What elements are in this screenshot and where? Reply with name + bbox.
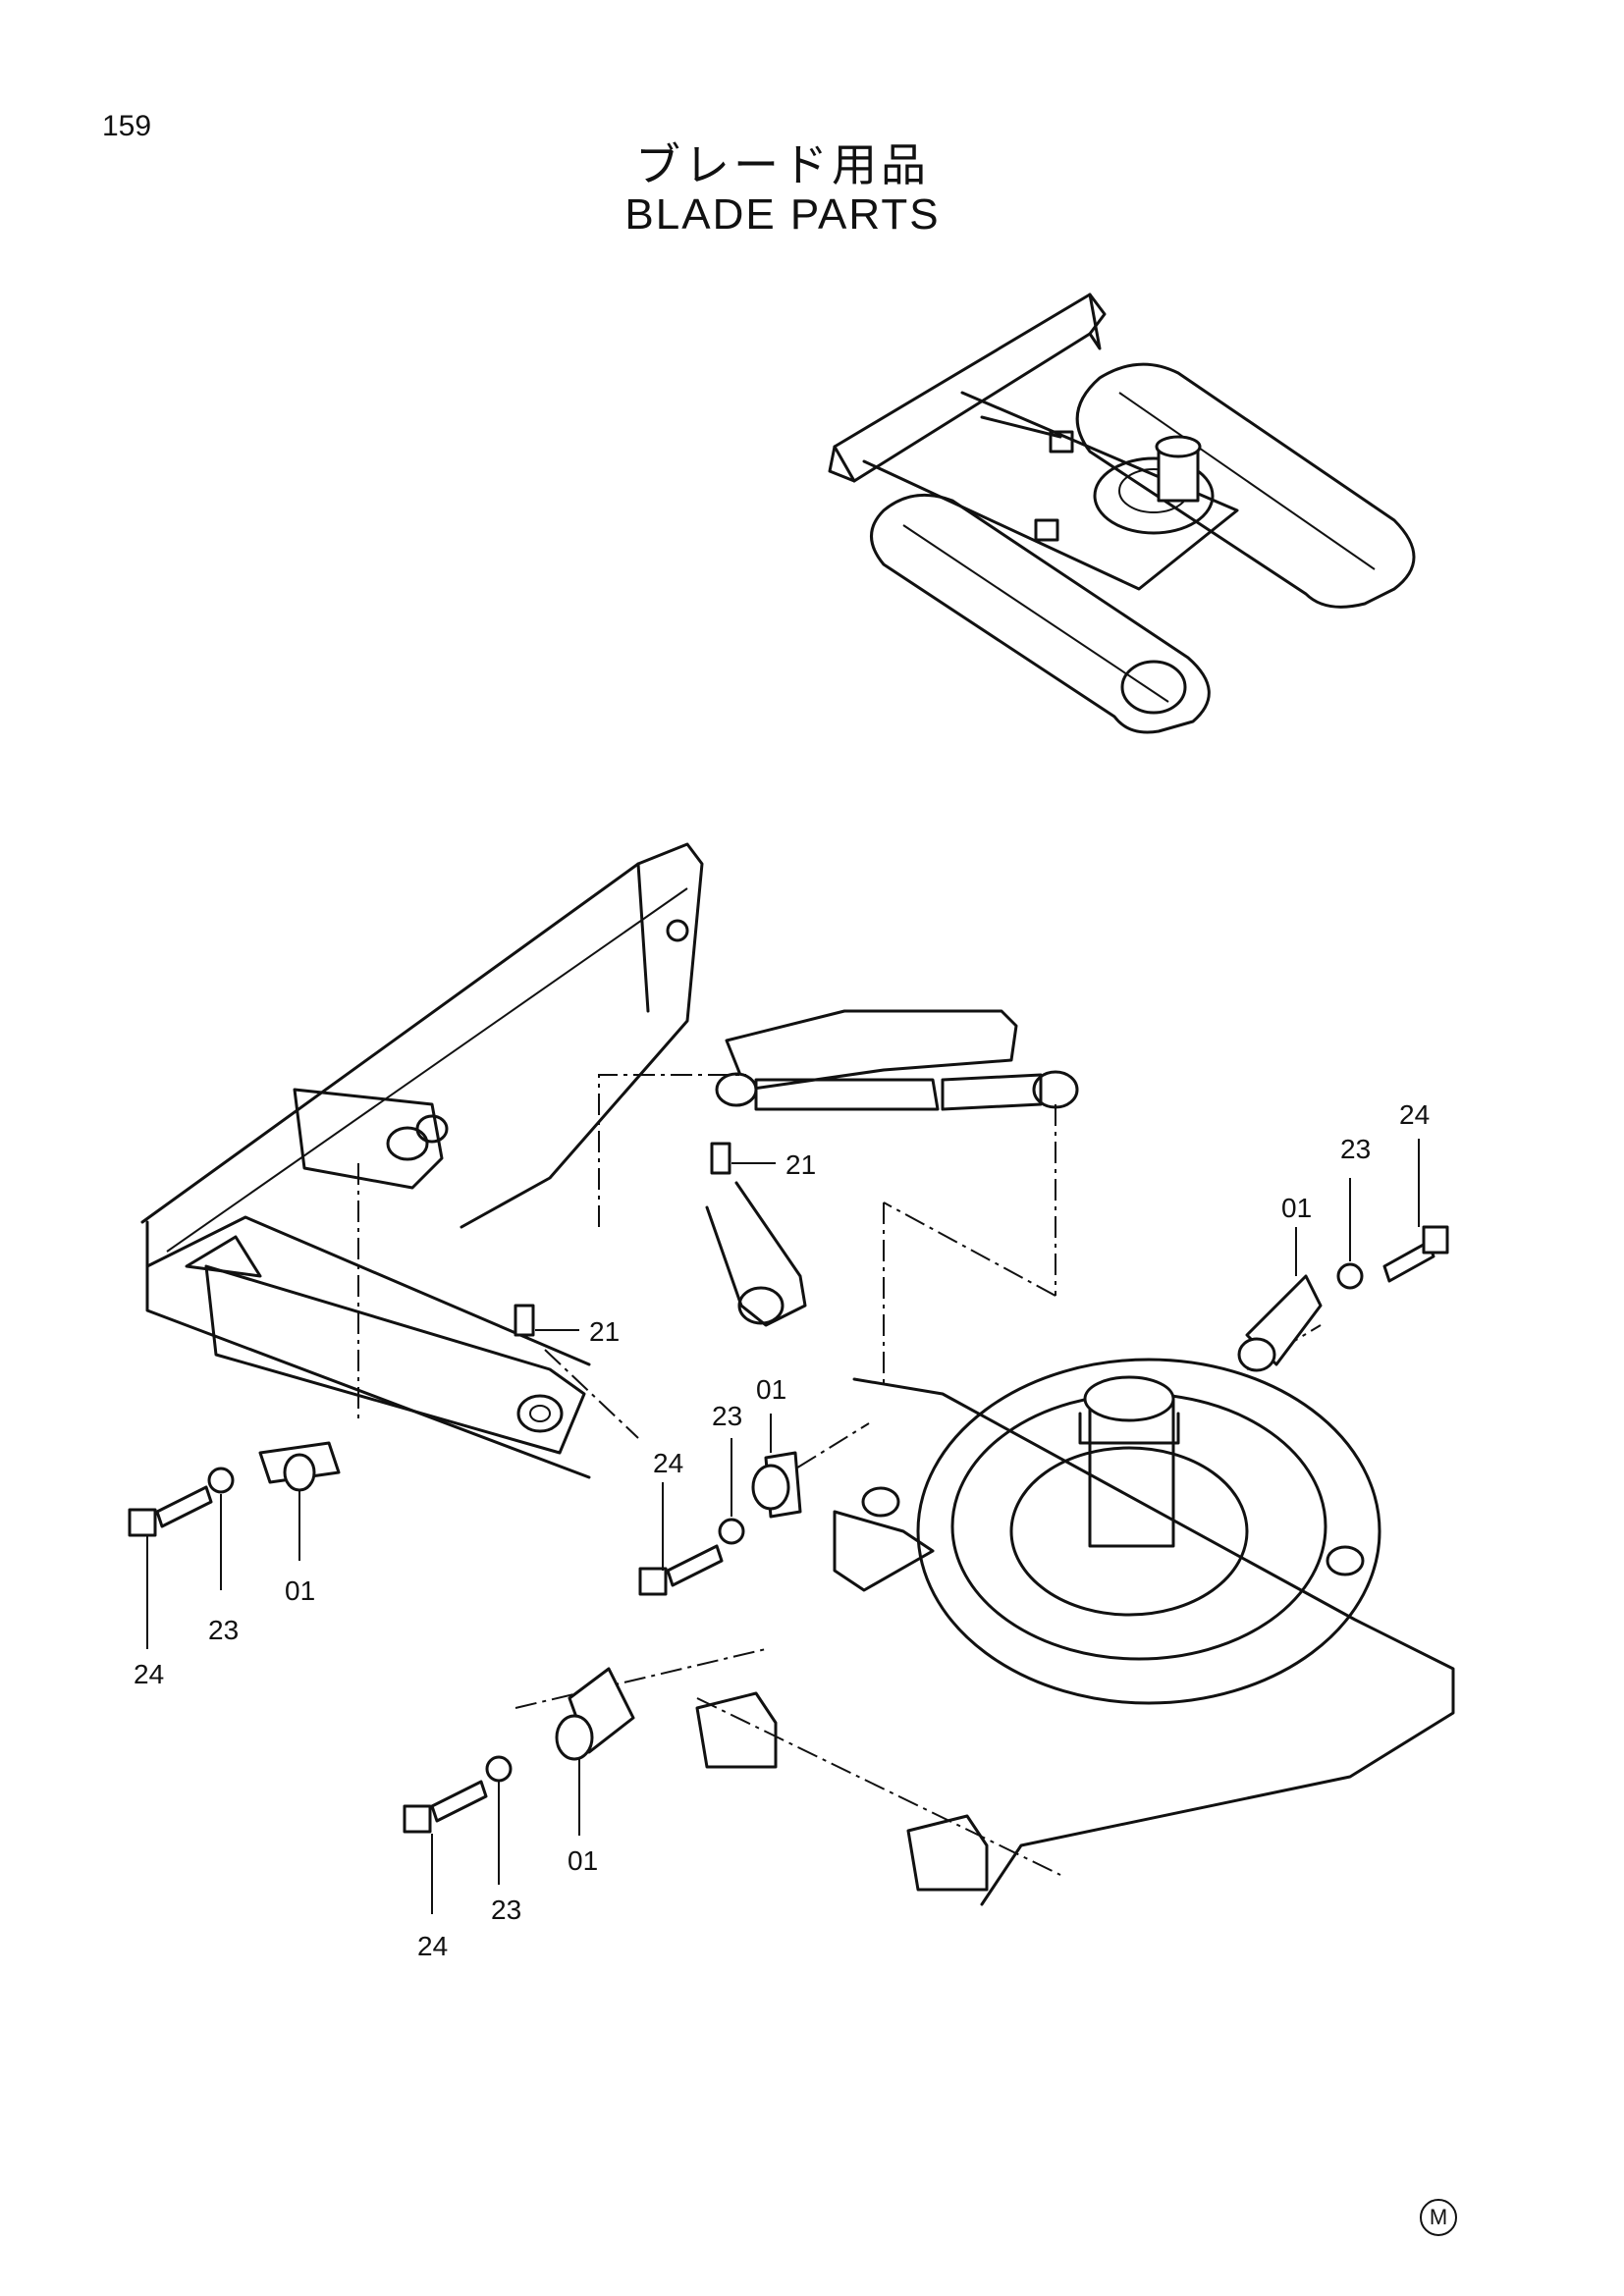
pin-01-right <box>1237 1274 1323 1372</box>
bolt-24-lower <box>403 1780 488 1834</box>
bolt-24-center <box>638 1544 724 1596</box>
callout-24: 24 <box>1399 1099 1430 1130</box>
manufacturer-mark: M <box>1420 2199 1457 2236</box>
machine-overview-illustration <box>828 293 1416 734</box>
pin-01-center <box>751 1451 802 1519</box>
part-callouts: 01 23 24 21 21 24 23 01 24 23 01 01 23 2… <box>134 1099 1430 1961</box>
washer-23-left <box>207 1467 235 1494</box>
grease-fitting-21-upper <box>710 1142 776 1175</box>
blade-assembly-illustration <box>128 842 1455 1914</box>
callout-23: 23 <box>491 1895 521 1925</box>
callout-21: 21 <box>589 1316 620 1347</box>
grease-fitting-21-lower <box>514 1304 579 1337</box>
callout-21: 21 <box>785 1149 816 1180</box>
bolt-24-left <box>128 1485 213 1537</box>
pin-01-lower <box>555 1667 635 1761</box>
page-title-english: BLADE PARTS <box>624 190 941 239</box>
callout-24: 24 <box>134 1659 164 1689</box>
callout-23: 23 <box>1340 1134 1371 1164</box>
pin-01-left <box>258 1441 341 1492</box>
page-title-japanese: ブレード用品 <box>635 138 930 191</box>
callout-23: 23 <box>712 1401 742 1431</box>
bolt-24-right <box>1382 1225 1449 1283</box>
callout-01: 01 <box>1281 1193 1312 1223</box>
washer-23-right <box>1336 1262 1364 1290</box>
callout-01: 01 <box>756 1374 786 1405</box>
callout-24: 24 <box>653 1448 683 1478</box>
washer-23-center <box>718 1518 745 1545</box>
callout-01: 01 <box>285 1575 315 1606</box>
washer-23-lower <box>485 1755 513 1783</box>
page-number: 159 <box>102 110 152 142</box>
callout-23: 23 <box>208 1615 239 1645</box>
callout-24: 24 <box>417 1931 448 1961</box>
callout-01: 01 <box>568 1845 598 1876</box>
